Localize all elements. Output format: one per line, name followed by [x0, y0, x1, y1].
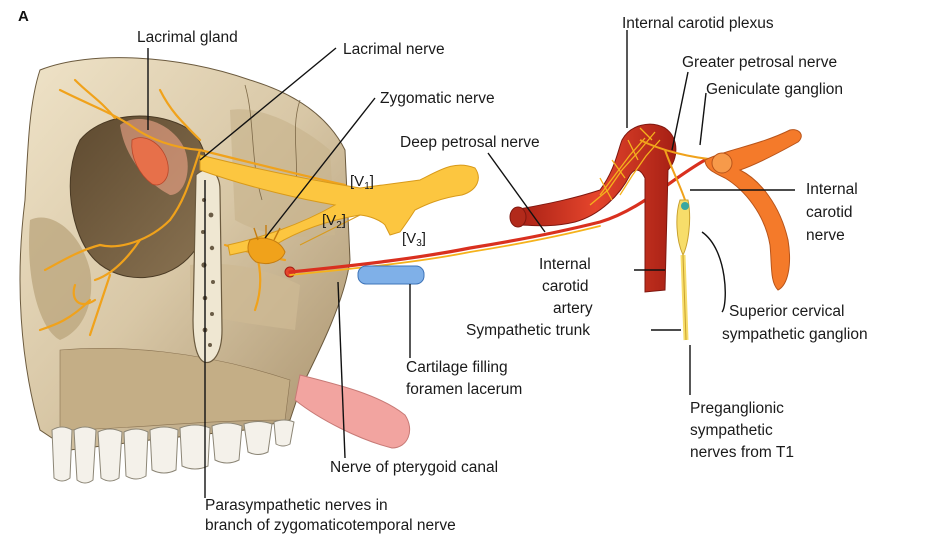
label-v2: [V2] — [322, 212, 346, 231]
cartilage-foramen-lacerum — [358, 266, 424, 284]
label-preganglionic-1: Preganglionic — [690, 399, 784, 418]
label-preganglionic-3: nerves from T1 — [690, 443, 794, 462]
label-internal-carotid-nerve-1: Internal — [806, 180, 858, 199]
label-lacrimal-nerve: Lacrimal nerve — [343, 40, 445, 59]
label-internal-carotid-plexus: Internal carotid plexus — [622, 14, 774, 33]
label-geniculate-ganglion: Geniculate ganglion — [706, 80, 843, 99]
panel-letter: A — [18, 8, 29, 25]
label-greater-petrosal-nerve: Greater petrosal nerve — [682, 53, 837, 72]
label-internal-carotid-artery-1: Internal — [539, 255, 591, 274]
bone-section — [193, 170, 222, 363]
label-superior-cervical-2: sympathetic ganglion — [722, 325, 868, 344]
label-nerve-of-pterygoid-canal: Nerve of pterygoid canal — [330, 458, 498, 477]
label-superior-cervical-1: Superior cervical — [729, 302, 844, 321]
label-sympathetic-trunk: Sympathetic trunk — [466, 321, 590, 340]
geniculate-ganglion — [705, 130, 801, 290]
tongue — [295, 375, 410, 448]
label-deep-petrosal-nerve: Deep petrosal nerve — [400, 133, 540, 152]
label-parasympathetic-1: Parasympathetic nerves in — [205, 496, 388, 515]
label-v1: [V1] — [350, 173, 374, 192]
label-internal-carotid-nerve-2: carotid — [806, 203, 853, 222]
sympathetic-trunk — [665, 150, 690, 340]
label-zygomatic-nerve: Zygomatic nerve — [380, 89, 495, 108]
label-preganglionic-2: sympathetic — [690, 421, 773, 440]
label-internal-carotid-artery-3: artery — [553, 299, 593, 318]
label-internal-carotid-artery-2: carotid — [542, 277, 589, 296]
label-cartilage-1: Cartilage filling — [406, 358, 508, 377]
label-cartilage-2: foramen lacerum — [406, 380, 522, 399]
label-parasympathetic-2: branch of zygomaticotemporal nerve — [205, 516, 456, 535]
label-internal-carotid-nerve-3: nerve — [806, 226, 845, 245]
teeth — [52, 420, 294, 483]
label-v3: [V3] — [402, 230, 426, 249]
label-lacrimal-gland: Lacrimal gland — [137, 28, 238, 47]
